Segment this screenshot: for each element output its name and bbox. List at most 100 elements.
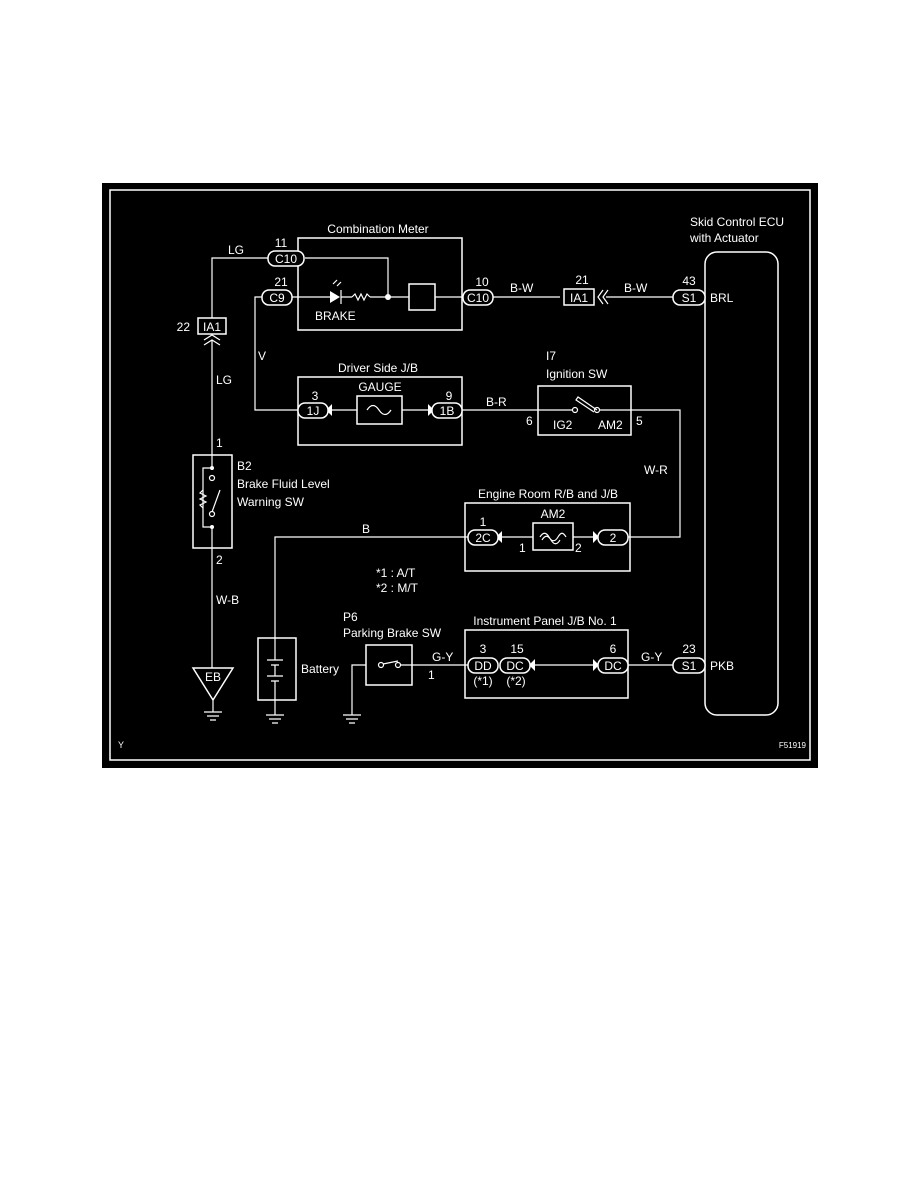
junction-ia1-22 [197, 317, 227, 335]
wire-label: G-Y [641, 650, 662, 664]
connector-label: 2 [610, 531, 617, 545]
note-mt: *2 : M/T [376, 581, 419, 595]
figure-id: F51919 [779, 741, 807, 750]
terminal-label: BRL [710, 291, 734, 305]
component-title: Parking Brake SW [343, 626, 442, 640]
ground-icon [343, 664, 366, 724]
skid-control-ecu: Skid Control ECU with Actuator S1 43 BRL… [672, 215, 784, 716]
jb-title: Engine Room R/B and J/B [478, 487, 618, 501]
connector-label: 1B [440, 404, 455, 418]
fuse-label: AM2 [541, 507, 566, 521]
terminal-label: AM2 [598, 418, 623, 432]
connector-dc-15 [499, 657, 531, 674]
connector-label: C9 [269, 291, 285, 305]
battery-icon [266, 638, 284, 724]
pin-number: 6 [610, 642, 617, 656]
ignition-switch: I7 Ignition SW IG2 AM2 6 5 [526, 349, 643, 436]
connector-label: 2C [475, 531, 491, 545]
wire-label: B-R [486, 395, 507, 409]
connector-label: 1J [307, 404, 320, 418]
fusible-link-icon [539, 532, 567, 545]
wire-label: LG [216, 373, 232, 387]
meter-ic-block [408, 283, 436, 311]
ecu-title: Skid Control ECU [690, 215, 784, 229]
pin-note: (*1) [473, 674, 492, 688]
brake-lamp-label: BRAKE [315, 309, 356, 323]
connector-dd [467, 657, 499, 674]
ground-eb: EB [191, 667, 235, 721]
pin-number: 1 [216, 436, 223, 450]
component-title: Brake Fluid Level [237, 477, 330, 491]
pin-number: 21 [575, 273, 589, 287]
switch-icon [575, 396, 598, 413]
connector-label: C10 [467, 291, 489, 305]
instrument-panel-jb: Instrument Panel J/B No. 1 DD 3 (*1) DC … [464, 614, 629, 699]
wire-lg [211, 257, 268, 455]
connector-chevron-icon [203, 334, 221, 346]
connector-label: IA1 [203, 320, 221, 334]
fuse-icon [366, 404, 392, 416]
component-code: P6 [343, 610, 358, 624]
wire-label: G-Y [432, 650, 453, 664]
pin-number: 1 [519, 541, 526, 555]
wire-label: B-W [624, 281, 648, 295]
pin-number: 21 [274, 275, 288, 289]
battery-label: Battery [301, 662, 339, 676]
wire-label: W-B [216, 593, 239, 607]
connector-label: C10 [275, 252, 297, 266]
switch-icon [382, 660, 399, 665]
diagram-frame [109, 189, 811, 761]
connector-s1-43 [672, 289, 706, 306]
brake-warning-led-icon [330, 291, 340, 303]
pin-note: (*2) [506, 674, 525, 688]
connector-1j [297, 402, 329, 419]
brake-fluid-level-switch: 1 2 B2 Brake Fluid Level Warning SW [192, 436, 330, 567]
ecu-subtitle: with Actuator [689, 231, 759, 245]
pin-number: 23 [682, 642, 696, 656]
wire-v [254, 296, 298, 411]
pin-number: 15 [510, 642, 524, 656]
connector-label: S1 [682, 659, 697, 673]
driver-side-jb: Driver Side J/B GAUGE 1J 3 1B 9 [297, 361, 463, 446]
pin-number: 5 [636, 414, 643, 428]
connector-label: DC [604, 659, 622, 673]
combination-meter: Combination Meter BRAKE C10 11 C9 21 C10… [261, 222, 494, 331]
pin-number: 22 [177, 320, 191, 334]
pin-number: 6 [526, 414, 533, 428]
wire-label: LG [228, 243, 244, 257]
pin-number: 11 [275, 236, 288, 250]
wire-wr [600, 409, 681, 538]
terminal-label: IG2 [553, 418, 573, 432]
resistor-icon [198, 489, 208, 509]
connector-label: IA1 [570, 291, 588, 305]
fuse-label: GAUGE [358, 380, 401, 394]
pin-number: 2 [575, 541, 582, 555]
pin-number: 10 [475, 275, 489, 289]
pin-number: 43 [682, 274, 696, 288]
pin-number: 2 [216, 553, 223, 567]
pin-number: 9 [446, 389, 453, 403]
corner-code: Y [118, 740, 124, 750]
wire-label: B-W [510, 281, 534, 295]
float-switch-icon [211, 489, 221, 513]
engine-room-jb: Engine Room R/B and J/B AM2 2C 1 2 1 2 [464, 487, 631, 572]
connector-chevron-icon [597, 289, 609, 305]
pin-number: 1 [428, 668, 435, 682]
component-code: B2 [237, 459, 252, 473]
component-code: I7 [546, 349, 556, 363]
jb-title: Instrument Panel J/B No. 1 [473, 614, 617, 628]
wire-label: W-R [644, 463, 668, 477]
wire-label: B [362, 522, 370, 536]
connector-label: S1 [682, 291, 697, 305]
wire-b [274, 536, 468, 638]
jb-title: Driver Side J/B [338, 361, 418, 375]
parking-brake-switch: P6 Parking Brake SW 1 [343, 610, 442, 724]
battery: Battery [257, 637, 339, 724]
terminal-label: PKB [710, 659, 734, 673]
combination-meter-title: Combination Meter [327, 222, 428, 236]
connector-label: DD [474, 659, 492, 673]
note-at: *1 : A/T [376, 566, 416, 580]
pin-number: 3 [480, 642, 487, 656]
component-title: Warning SW [237, 495, 305, 509]
